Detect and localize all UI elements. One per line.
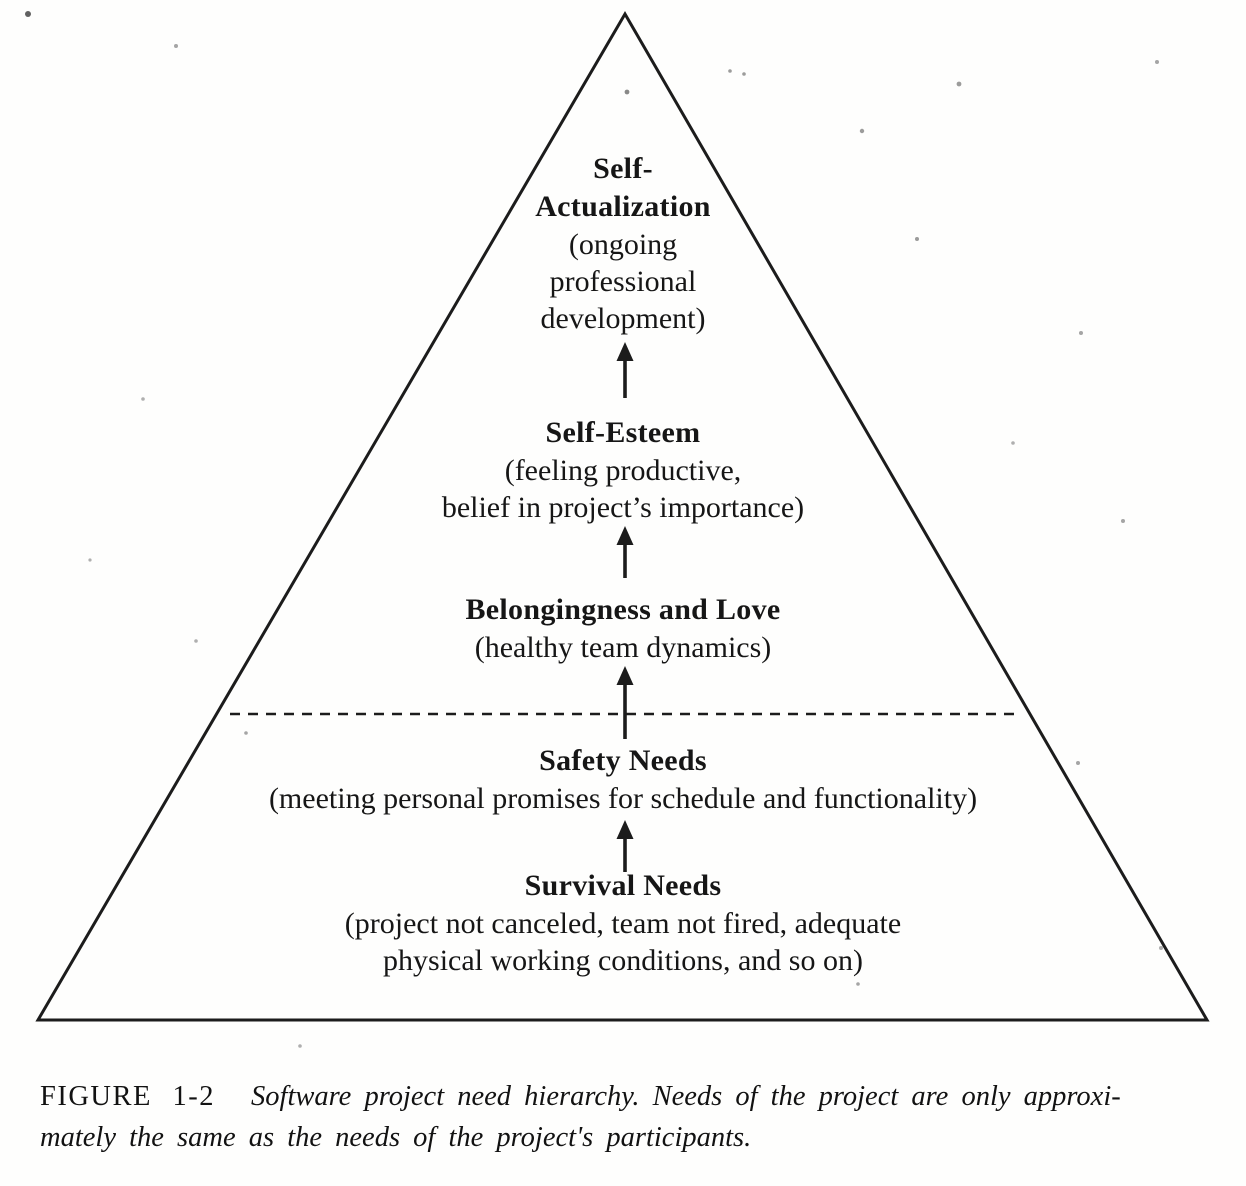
figure-caption-text-line2: mately the same as the needs of the proj… <box>40 1122 752 1153</box>
level-subtitle: (feeling productive, belief in project’s… <box>441 454 805 524</box>
level-title: Self-Esteem <box>545 416 701 449</box>
figure-caption-text-line1: Software project need hierarchy. Needs o… <box>251 1081 1121 1112</box>
level-self-actualization: Self- Actualization (ongoing professiona… <box>0 150 1246 337</box>
arrow-up-icon-4 <box>616 820 634 872</box>
scan-speckles <box>25 11 1163 1048</box>
figure-caption-label: FIGURE 1-2 <box>40 1081 216 1112</box>
level-self-esteem: Self-Esteem (feeling productive, belief … <box>0 414 1246 526</box>
level-title: Safety Needs <box>539 744 707 777</box>
level-title: Self- Actualization <box>535 152 711 223</box>
pyramid-outline <box>35 11 1210 1022</box>
level-title: Belongingness and Love <box>465 593 781 626</box>
figure-caption: FIGURE 1-2 Software project need hierarch… <box>40 1076 1200 1158</box>
arrow-up-icon-3 <box>616 666 634 739</box>
level-subtitle: (ongoing professional development) <box>540 228 706 335</box>
level-belongingness-and-love: Belongingness and Love (healthy team dyn… <box>0 591 1246 666</box>
arrow-up-icon-2 <box>616 526 634 578</box>
level-subtitle: (healthy team dynamics) <box>474 631 772 664</box>
level-subtitle: (meeting personal promises for schedule … <box>268 782 978 815</box>
arrow-up-icon-1 <box>616 342 634 398</box>
figure-caption-line1: FIGURE 1-2 Software project need hierarch… <box>40 1076 1200 1117</box>
level-safety-needs: Safety Needs (meeting personal promises … <box>0 742 1246 817</box>
level-title: Survival Needs <box>524 869 722 902</box>
level-survival-needs: Survival Needs (project not canceled, te… <box>0 867 1246 979</box>
level-subtitle: (project not canceled, team not fired, a… <box>344 907 902 977</box>
